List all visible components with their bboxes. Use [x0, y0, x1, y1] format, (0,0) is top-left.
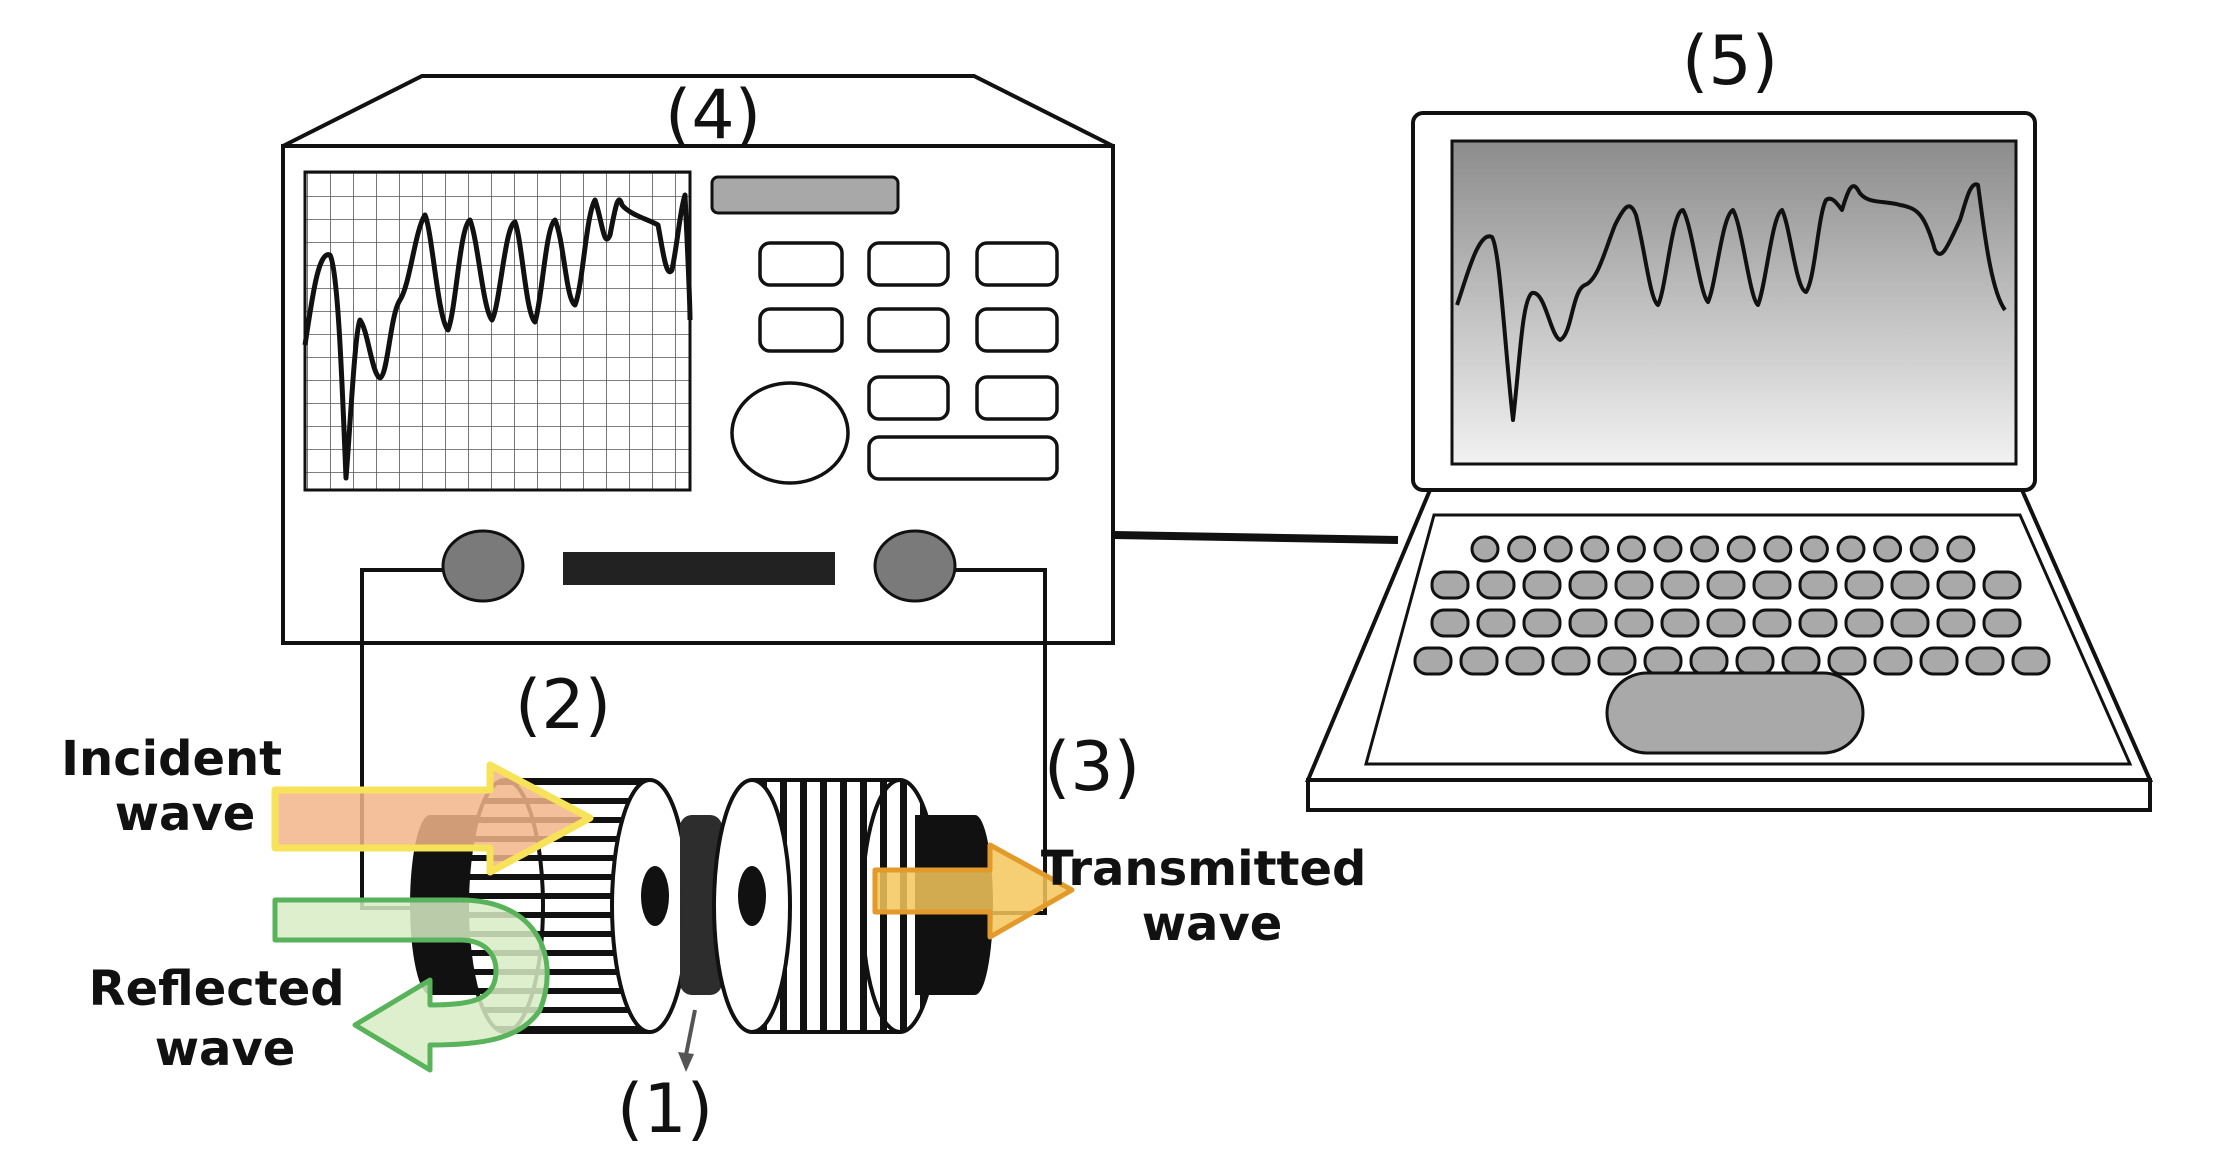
- analyzer-keypad: [730, 241, 1059, 485]
- keyboard-key: [1726, 535, 1756, 563]
- sample-pointer-head: [678, 1052, 694, 1072]
- keyboard-key: [1735, 646, 1775, 676]
- keyboard-key: [1890, 608, 1930, 638]
- analyzer-display-slot: [710, 175, 900, 215]
- laptop-screen: [1450, 139, 2018, 466]
- keyboard-key: [1459, 646, 1499, 676]
- keyboard-key: [1965, 646, 2005, 676]
- keypad-button: [975, 375, 1059, 421]
- keyboard-key: [1890, 570, 1930, 600]
- keyboard-key: [1543, 535, 1573, 563]
- analyzer-slot: [563, 552, 835, 585]
- keypad-button: [758, 241, 844, 287]
- laptop-keyboard: [1413, 535, 2051, 676]
- analyzer-screen: [302, 170, 693, 492]
- keyboard-key: [1836, 535, 1866, 563]
- keyboard-key: [1690, 535, 1720, 563]
- label-transmitted-wave: Transmitted wave: [1041, 841, 1383, 952]
- keyboard-key: [1616, 535, 1646, 563]
- keyboard-key: [1798, 608, 1838, 638]
- reflected-wave-arrow: [272, 897, 550, 1073]
- keyboard-key: [1798, 570, 1838, 600]
- laptop-touchpad: [1605, 671, 1865, 755]
- keyboard-key: [1505, 646, 1545, 676]
- keyboard-key: [1660, 608, 1700, 638]
- transmitted-wave-arrow: [872, 842, 1075, 940]
- keyboard-key: [1476, 570, 1516, 600]
- keyboard-key: [1522, 570, 1562, 600]
- keyboard-key: [1568, 570, 1608, 600]
- label-sample: (1): [617, 1070, 713, 1149]
- keyboard-key: [1763, 535, 1793, 563]
- keypad-button: [975, 241, 1059, 287]
- keyboard-key: [1660, 570, 1700, 600]
- keyboard-key: [1936, 608, 1976, 638]
- label-cable: (3): [1044, 728, 1140, 807]
- keypad-wide-button: [867, 435, 1059, 481]
- laptop-waveform: [1455, 182, 2007, 422]
- keyboard-key: [1873, 646, 1913, 676]
- keyboard-key: [1643, 646, 1683, 676]
- data-cable: [1112, 531, 1399, 544]
- analyzer-waveform: [302, 192, 693, 481]
- keyboard-key: [1873, 535, 1903, 563]
- keyboard-key: [1470, 535, 1500, 563]
- keyboard-key: [1706, 570, 1746, 600]
- keyboard-key: [1653, 535, 1683, 563]
- keyboard-key: [1614, 570, 1654, 600]
- incident-wave-arrow: [271, 761, 594, 876]
- keyboard-key: [1919, 646, 1959, 676]
- laptop: [1304, 111, 2154, 812]
- keypad-button: [867, 241, 950, 287]
- keyboard-key: [1827, 646, 1867, 676]
- keyboard-key: [1946, 535, 1976, 563]
- sample-pointer-line: [684, 1009, 697, 1056]
- keyboard-key: [2011, 646, 2051, 676]
- keyboard-key: [1799, 535, 1829, 563]
- keyboard-key: [1752, 570, 1792, 600]
- keyboard-key: [1936, 570, 1976, 600]
- analyzer-dial: [730, 381, 850, 485]
- label-holder: (2): [515, 666, 611, 745]
- port-2-knob: [873, 529, 957, 603]
- keypad-button: [867, 375, 950, 421]
- keyboard-key: [1568, 608, 1608, 638]
- label-incident-wave: Incident wave: [61, 731, 299, 842]
- keyboard-key: [1844, 608, 1884, 638]
- keyboard-key: [1551, 646, 1591, 676]
- keypad-button: [867, 307, 950, 353]
- keyboard-key: [1982, 608, 2022, 638]
- keyboard-key: [1614, 608, 1654, 638]
- keyboard-key: [1430, 608, 1470, 638]
- keyboard-key: [1844, 570, 1884, 600]
- keyboard-key: [1706, 608, 1746, 638]
- keyboard-key: [1522, 608, 1562, 638]
- label-laptop: (5): [1682, 22, 1778, 101]
- keyboard-key: [1597, 646, 1637, 676]
- keyboard-key: [1689, 646, 1729, 676]
- keypad-button: [975, 307, 1059, 353]
- keyboard-key: [1982, 570, 2022, 600]
- keyboard-key: [1909, 535, 1939, 563]
- keyboard-key: [1507, 535, 1537, 563]
- keyboard-key: [1580, 535, 1610, 563]
- keypad-button: [758, 307, 844, 353]
- label-analyzer: (4): [665, 76, 761, 155]
- keyboard-key: [1752, 608, 1792, 638]
- keyboard-key: [1430, 570, 1470, 600]
- label-reflected-wave: Reflected wave: [89, 961, 362, 1077]
- keyboard-key: [1413, 646, 1453, 676]
- network-analyzer: [281, 74, 1115, 645]
- keyboard-key: [1781, 646, 1821, 676]
- port-1-knob: [441, 529, 525, 603]
- keyboard-key: [1476, 608, 1516, 638]
